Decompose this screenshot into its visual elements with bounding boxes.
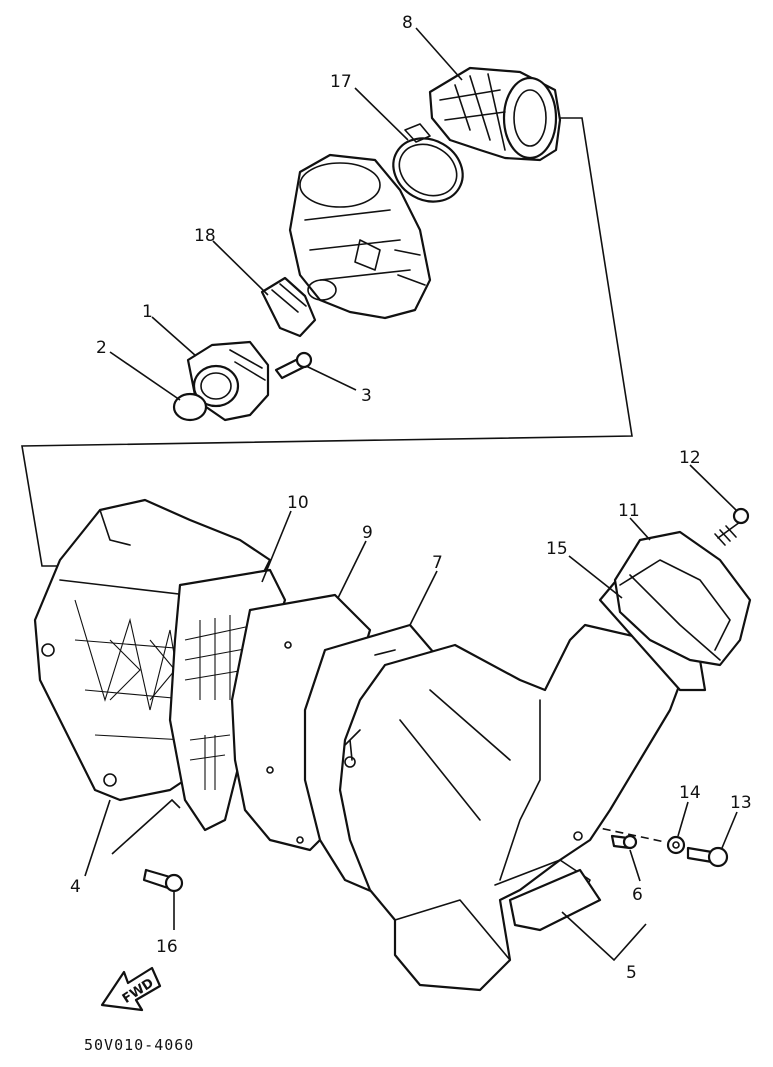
label-part-4: 4	[70, 877, 81, 897]
label-part-8: 8	[402, 13, 413, 33]
label-part-14: 14	[679, 783, 701, 803]
part-14-washer	[666, 835, 686, 855]
part-13-bolt	[686, 846, 729, 868]
label-part-6: 6	[632, 885, 643, 905]
label-part-10: 10	[287, 493, 309, 513]
fwd-arrow: FWD	[100, 966, 162, 1012]
label-part-15: 15	[546, 539, 568, 559]
connection-line-top	[21, 117, 633, 567]
label-part-17: 17	[330, 72, 352, 92]
drawing-code: 50V010-4060	[84, 1036, 194, 1054]
part-11-box	[613, 530, 752, 667]
part-18-clamp	[260, 276, 317, 338]
part-6-screw	[610, 834, 638, 850]
label-part-18: 18	[194, 226, 216, 246]
label-part-11: 11	[618, 501, 640, 521]
label-part-7: 7	[432, 553, 443, 573]
label-part-13: 13	[730, 793, 752, 813]
label-part-16: 16	[156, 937, 178, 957]
label-part-3: 3	[361, 386, 372, 406]
label-part-9: 9	[362, 523, 373, 543]
carburetor	[288, 153, 432, 320]
part-12-screw	[714, 507, 750, 546]
label-part-5: 5	[626, 963, 637, 983]
leader-lines	[84, 27, 738, 962]
part-16-bolt	[142, 868, 184, 893]
label-part-1: 1	[142, 302, 153, 322]
label-part-12: 12	[679, 448, 701, 468]
part-8-joint	[428, 66, 562, 162]
part-labels: 8 17 18 1 2 3 10 9 7 11 12 15 14 13 6 5 …	[70, 13, 752, 983]
part-5-cover	[338, 623, 687, 992]
part-2-oring	[172, 392, 208, 422]
connection-line-bottom	[111, 798, 666, 855]
part-1-manifold	[186, 340, 270, 422]
part-17-clamp	[392, 123, 464, 203]
part-3-screw	[274, 351, 313, 380]
label-part-2: 2	[96, 338, 107, 358]
